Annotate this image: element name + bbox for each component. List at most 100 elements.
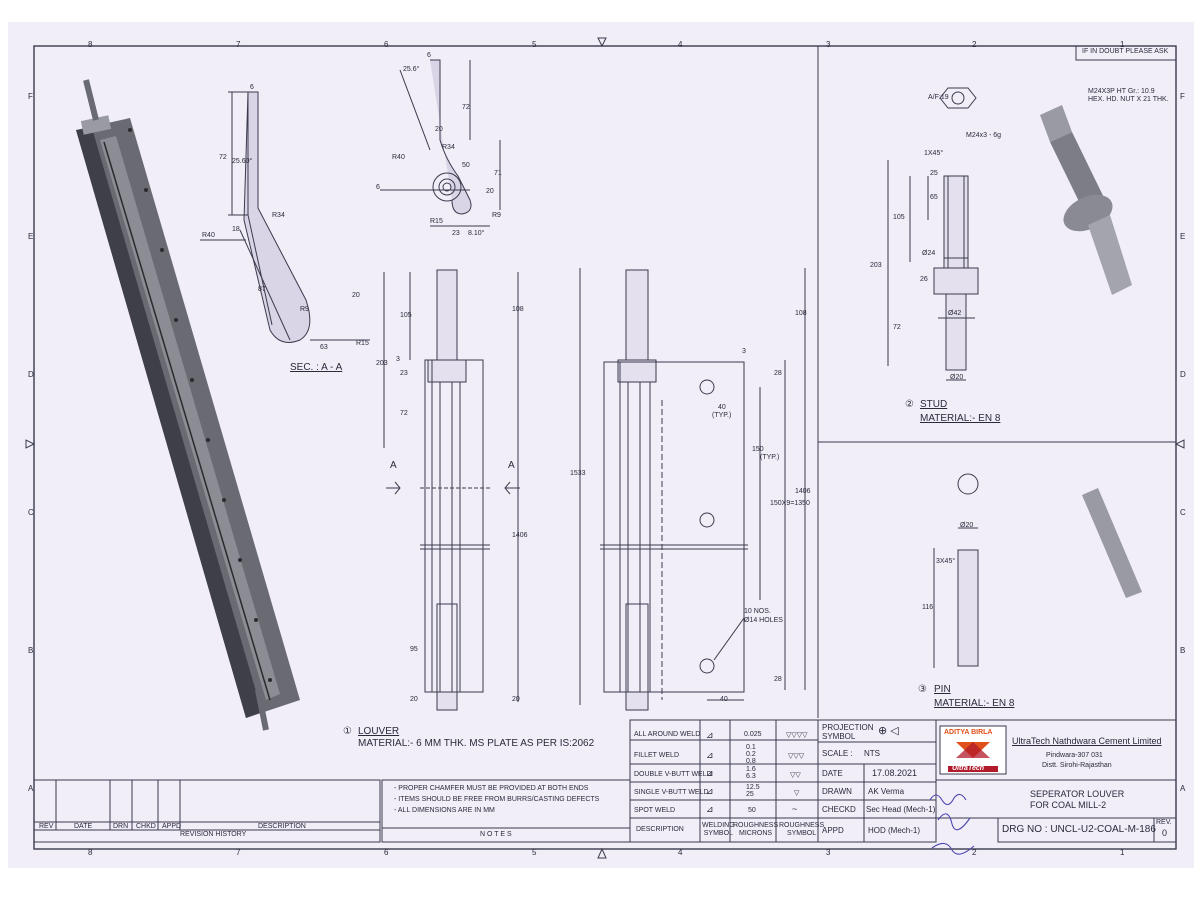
- notes-title: N O T E S: [480, 831, 512, 838]
- zone-col-2-bottom: 2: [972, 848, 977, 857]
- logo-sub: UltraTech: [952, 765, 985, 772]
- dim-label: R9: [492, 212, 501, 219]
- holes-note-line2: Ø14 HOLES: [744, 617, 783, 624]
- dim-label: 150X9=1350: [770, 500, 810, 507]
- dim-label: R9: [300, 306, 309, 313]
- zone-row-d-right: D: [1180, 370, 1186, 379]
- dim-label: R34: [272, 212, 285, 219]
- dim-label: 3: [396, 356, 400, 363]
- dim-label: R34: [442, 144, 455, 151]
- zone-row-c-right: C: [1180, 508, 1186, 517]
- dim-label: 108: [512, 306, 524, 313]
- section-a-a-label: SEC. : A - A: [290, 362, 343, 373]
- weld-sym-2: ▽▽▽: [788, 753, 805, 760]
- scale-value: NTS: [864, 749, 880, 758]
- stud-3d-view: [1040, 105, 1132, 295]
- weld-sym-1: ▽▽▽▽: [786, 732, 808, 739]
- dim-label: 25.6°: [403, 66, 420, 73]
- dim-label: 116: [922, 604, 934, 611]
- centering-mark-left: [25, 439, 36, 449]
- note-item-1: - PROPER CHAMFER MUST BE PROVIDED AT BOT…: [394, 785, 589, 792]
- dim-label: 1406: [795, 488, 811, 495]
- weld-rough-2: 0.1 0.2 0.8: [746, 744, 756, 765]
- weld-sym-3: ▽▽: [790, 772, 801, 779]
- zone-col-8-bottom: 8: [88, 848, 93, 857]
- weld-name-spot: SPOT WELD: [634, 807, 676, 814]
- dim-label: 95: [410, 646, 418, 653]
- dim-label: 20: [512, 696, 520, 703]
- dim-label: 203: [870, 262, 882, 269]
- zone-row-c: C: [28, 508, 34, 517]
- dim-label: Ø20: [960, 522, 974, 529]
- projection-symbol-icon: ⊕ ◁: [878, 725, 899, 737]
- dim-label: A/F:19: [928, 94, 949, 101]
- pin-view: [933, 473, 979, 668]
- title-block-frame: [33, 45, 1177, 843]
- date-label: DATE: [822, 769, 843, 778]
- zone-col-3-bottom: 3: [826, 848, 831, 857]
- centering-mark-top: [597, 37, 607, 48]
- callout-line1: M24X3P HT Gr.: 10.9: [1088, 88, 1155, 95]
- zone-col-1-top: 1: [1120, 40, 1125, 49]
- section-mark-left: A: [390, 460, 397, 471]
- weld-name-all-around: ALL AROUND WELD: [634, 731, 701, 738]
- zone-col-4-top: 4: [678, 40, 683, 49]
- dim-label: M24x3 - 6g: [966, 132, 1002, 139]
- date-value: 17.08.2021: [872, 768, 918, 778]
- centering-mark-right: [1174, 439, 1185, 449]
- company-logo: [939, 725, 1007, 775]
- handwritten-signatures: [929, 793, 975, 855]
- weld-name-double-v: DOUBLE V-BUTT WELD: [634, 771, 712, 778]
- zone-row-b: B: [28, 646, 34, 655]
- zone-col-6-bottom: 6: [384, 848, 389, 857]
- louver-front-view: [383, 269, 520, 711]
- dim-label: 72: [219, 154, 227, 161]
- scale-label: SCALE :: [822, 749, 853, 758]
- zone-col-2-top: 2: [972, 40, 977, 49]
- dim-label: 26: [920, 276, 928, 283]
- zone-col-5-top: 5: [532, 40, 537, 49]
- dim-label: 20: [410, 696, 418, 703]
- dim-label: R15: [430, 218, 443, 225]
- weld-symbol-icon: ⊿: [706, 786, 714, 796]
- dim-label: 20: [435, 126, 443, 133]
- weld-footer-rsym: ROUGHNESS SYMBOL: [779, 822, 825, 837]
- dim-label: 20: [352, 292, 360, 299]
- advisory-note: IF IN DOUBT PLEASE ASK: [1082, 48, 1169, 55]
- zone-row-f: F: [28, 92, 33, 101]
- dim-label: 28: [774, 370, 782, 377]
- rev-label: REV.: [1156, 819, 1172, 826]
- part-1-material: MATERIAL:- 6 MM THK. MS PLATE AS PER IS:…: [358, 738, 595, 749]
- rev-header-description: DESCRIPTION: [258, 823, 306, 830]
- weld-symbol-icon: ⊿: [706, 750, 714, 760]
- weld-footer-welding: WELDING SYMBOL: [702, 822, 735, 837]
- weld-footer-description: DESCRIPTION: [636, 826, 684, 833]
- rev-header-chkd: CHKD: [136, 823, 156, 830]
- zone-row-b-right: B: [1180, 646, 1186, 655]
- dim-label: 72: [400, 410, 408, 417]
- dim-label: 40: [718, 404, 726, 411]
- dim-label: 1X45°: [924, 150, 944, 157]
- dim-label: 87: [258, 286, 266, 293]
- weld-symbol-icon: ⊿: [706, 730, 714, 740]
- dim-label: 6: [376, 184, 380, 191]
- rev-header-date: DATE: [74, 823, 93, 830]
- zone-row-a-right: A: [1180, 784, 1186, 793]
- company-name: UltraTech Nathdwara Cement Limited: [1012, 736, 1162, 746]
- part-3-number: ③: [918, 684, 927, 695]
- dim-label: 50: [462, 162, 470, 169]
- checked-label: CHECKD: [822, 805, 856, 814]
- part-2-name: STUD: [920, 399, 948, 410]
- weld-rough-4: 12.5 25: [746, 784, 760, 798]
- drawing-title-line2: FOR COAL MILL-2: [1030, 800, 1107, 810]
- weld-name-single-v: SINGLE V-BUTT WELD: [634, 789, 709, 796]
- weld-rough-3: 1.6 6.3: [746, 766, 756, 780]
- dim-label: Ø42: [948, 310, 962, 317]
- weld-sym-5: ~: [792, 804, 798, 814]
- part-3-material: MATERIAL:- EN 8: [934, 698, 1015, 709]
- weld-name-fillet: FILLET WELD: [634, 752, 679, 759]
- approved-label: APPD: [822, 826, 844, 835]
- zone-col-5-bottom: 5: [532, 848, 537, 857]
- checked-value: Sec Head (Mech-1): [866, 805, 936, 814]
- zone-col-3-top: 3: [826, 40, 831, 49]
